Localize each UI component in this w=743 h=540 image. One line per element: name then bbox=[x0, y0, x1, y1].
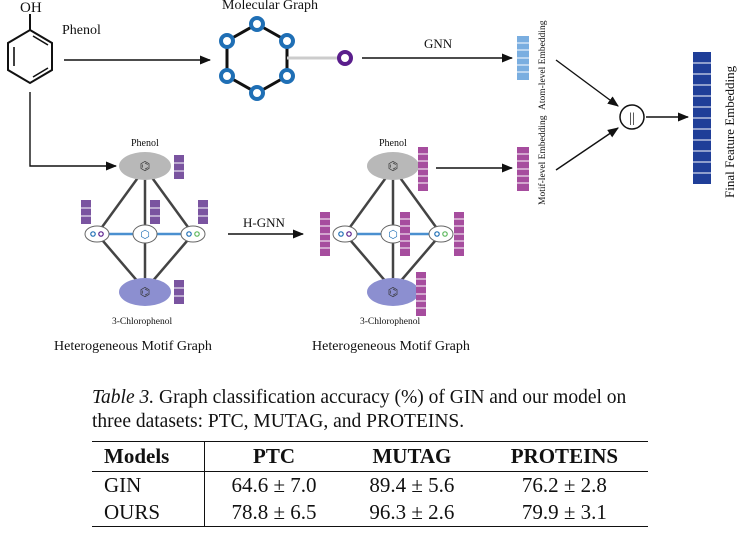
atom-node bbox=[249, 16, 265, 32]
motif-node-bond bbox=[84, 225, 110, 243]
concat-symbol: || bbox=[629, 111, 635, 126]
left-top-node-label: Phenol bbox=[131, 138, 159, 149]
right-top-node-label: Phenol bbox=[379, 138, 407, 149]
final-feature-embedding bbox=[693, 52, 711, 184]
concat-node bbox=[619, 104, 645, 130]
table-header-row: Models PTC MUTAG PROTEINS bbox=[92, 441, 648, 472]
motif-level-embedding bbox=[517, 147, 529, 191]
motif-node-phenol bbox=[119, 152, 171, 180]
cell-proteins: 79.9 ± 3.1 bbox=[480, 499, 648, 527]
phenol-structure: OH bbox=[7, 0, 53, 85]
right-graph-caption: Heterogeneous Motif Graph bbox=[312, 339, 470, 354]
atom-embedding-label: Atom-level Embedding bbox=[538, 20, 548, 110]
benzene-icon: ⌬ bbox=[140, 159, 150, 173]
left-motif-graph: Phenol ⌬ ⌬ ⬡ 3-Chlorophenol Heterogeneou… bbox=[54, 138, 212, 354]
motif-node-bond-cl bbox=[180, 225, 206, 243]
cell-proteins: 76.2 ± 2.8 bbox=[521, 473, 607, 497]
atom-node-oxygen bbox=[337, 50, 353, 66]
motif-node-chlorophenol bbox=[119, 278, 171, 306]
right-motif-graph: Phenol ⌬ ⌬ ⬡ 3-Chlorophenol Heterogeneou… bbox=[312, 138, 470, 354]
table-caption-text: Graph classification accuracy (%) of GIN… bbox=[92, 387, 627, 432]
results-table: Models PTC MUTAG PROTEINS GIN 64.6 ± 7.0… bbox=[92, 441, 648, 527]
benzene-icon: ⌬ bbox=[388, 159, 398, 173]
header-models: Models bbox=[92, 441, 205, 472]
atom-node bbox=[279, 68, 295, 84]
left-graph-caption: Heterogeneous Motif Graph bbox=[54, 339, 212, 354]
atom-node bbox=[219, 33, 235, 49]
motif-node-phenol bbox=[367, 152, 419, 180]
table-caption: Table 3. Graph classification accuracy (… bbox=[92, 386, 652, 434]
header-ptc: PTC bbox=[204, 441, 343, 472]
cell-mutag: 89.4 ± 5.6 bbox=[369, 473, 455, 497]
header-mutag: MUTAG bbox=[343, 441, 481, 472]
motif-node-ring bbox=[132, 224, 158, 244]
motif-node-bond bbox=[332, 225, 358, 243]
molecular-graph bbox=[219, 16, 353, 101]
arrow-atom-to-concat bbox=[555, 59, 619, 107]
method-figure: OH Phenol Molecular Graph GNN Atom-level… bbox=[7, 0, 737, 354]
atom-node bbox=[279, 33, 295, 49]
ring-icon: ⬡ bbox=[140, 229, 150, 241]
final-embedding-label: Final Feature Embedding bbox=[722, 65, 737, 198]
arrow-motif-to-concat bbox=[555, 127, 619, 171]
cell-mutag: 96.3 ± 2.6 bbox=[343, 499, 481, 527]
table-row: OURS 78.8 ± 6.5 96.3 ± 2.6 79.9 ± 3.1 bbox=[92, 499, 648, 527]
oh-label: OH bbox=[20, 0, 42, 16]
benzene-icon: ⌬ bbox=[388, 285, 398, 299]
phenol-label: Phenol bbox=[62, 23, 101, 38]
arrow-to-motif-graph bbox=[29, 92, 118, 171]
cell-model: OURS bbox=[92, 499, 205, 527]
motif-embedding-label: Motif-level Embedding bbox=[537, 115, 548, 205]
benzene-icon: ⌬ bbox=[140, 285, 150, 299]
gnn-label: GNN bbox=[424, 36, 453, 51]
atom-node bbox=[249, 85, 265, 101]
header-proteins: PROTEINS bbox=[480, 441, 648, 472]
cell-ptc: 64.6 ± 7.0 bbox=[231, 473, 317, 497]
right-bottom-node-label: 3-Chlorophenol bbox=[360, 317, 421, 327]
hgnn-label: H-GNN bbox=[243, 215, 285, 230]
table-caption-label: Table 3. bbox=[92, 387, 155, 408]
atom-node bbox=[219, 68, 235, 84]
atom-level-embedding bbox=[517, 36, 529, 80]
cell-ptc: 78.8 ± 6.5 bbox=[204, 499, 343, 527]
motif-node-bond-cl bbox=[428, 225, 454, 243]
motif-node-chlorophenol bbox=[367, 278, 419, 306]
ring-icon: ⬡ bbox=[388, 229, 398, 241]
molecular-graph-label: Molecular Graph bbox=[222, 0, 318, 13]
cell-model: GIN bbox=[92, 471, 205, 499]
left-bottom-node-label: 3-Chlorophenol bbox=[112, 317, 173, 327]
table-row: GIN 64.6 ± 7.0 89.4 ± 5.6 76.2 ± 2.8 bbox=[92, 471, 648, 499]
